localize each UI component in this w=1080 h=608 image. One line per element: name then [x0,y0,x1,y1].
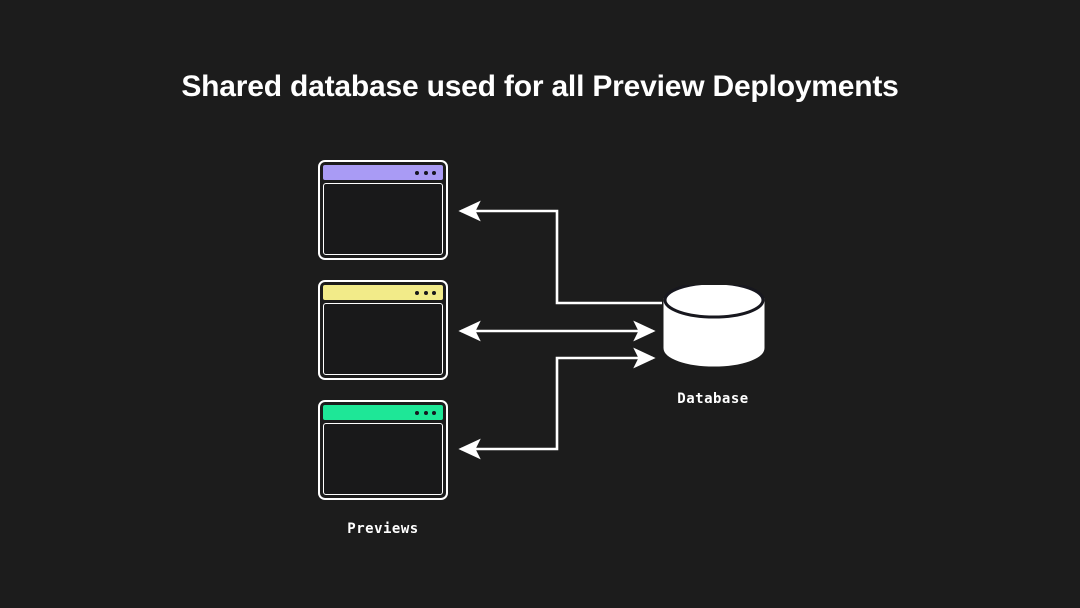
database-cylinder-icon[interactable] [663,285,765,369]
window-dot-icon [415,170,419,175]
window-titlebar-green [323,405,443,420]
preview-window-yellow[interactable] [318,280,448,380]
window-dot-icon [423,290,428,295]
window-titlebar-yellow [323,285,443,300]
previews-group-label: Previews [347,521,419,537]
window-dot-icon [415,290,419,295]
window-dot-icon [432,170,436,175]
page-title: Shared database used for all Preview Dep… [181,70,899,103]
window-dot-icon [432,290,436,295]
database-top-ellipse [663,285,765,319]
window-dot-icon [423,410,428,415]
preview-window-purple[interactable] [318,160,448,260]
window-dot-icon [415,410,419,415]
window-viewport-yellow [323,303,443,375]
database-label: Database [677,391,749,407]
window-titlebar-purple [323,165,443,180]
arrow-db-to-purple [458,200,662,305]
window-dot-icon [432,410,436,415]
window-dot-icon [423,170,428,175]
window-viewport-purple [323,183,443,255]
preview-window-green[interactable] [318,400,448,500]
window-viewport-green [323,423,443,495]
